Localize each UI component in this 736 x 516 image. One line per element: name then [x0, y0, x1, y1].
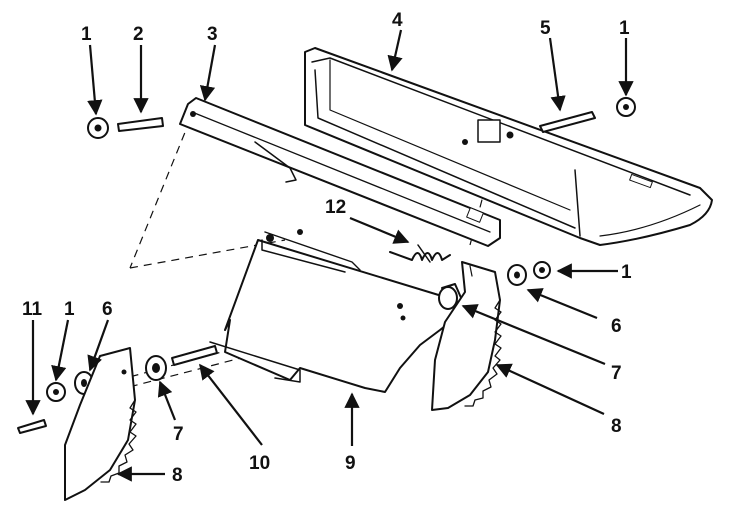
callout-4: 4	[392, 10, 403, 31]
callout-9: 9	[345, 453, 356, 474]
callout-labels: 1 2 3 4 5 1 12 1 6 7 8 11 1 6 7 10 9 8	[22, 10, 632, 486]
callout-1-top-left: 1	[81, 24, 92, 45]
blade-guard-housing	[304, 47, 713, 246]
torsion-spring	[389, 244, 451, 263]
callout-7-left: 7	[173, 424, 184, 445]
callout-5: 5	[540, 18, 551, 39]
callout-arrows	[25, 29, 634, 482]
callout-2: 2	[133, 24, 144, 45]
callout-8-right: 8	[611, 416, 622, 437]
callout-1-right: 1	[621, 262, 632, 283]
right-pawl-assembly	[431, 261, 551, 411]
callout-3: 3	[207, 24, 218, 45]
guard-bracket-arm	[179, 97, 501, 247]
callout-12: 12	[325, 197, 346, 218]
callout-6-right: 6	[611, 316, 622, 337]
top-left-hardware	[87, 117, 164, 139]
callout-1-bottom-left: 1	[64, 299, 75, 320]
left-pawl-assembly	[17, 345, 218, 501]
callout-7-right: 7	[611, 363, 622, 384]
callout-1-top-right: 1	[619, 18, 630, 39]
callout-6-left: 6	[102, 299, 113, 320]
top-right-hardware	[539, 97, 636, 133]
callout-11: 11	[22, 299, 43, 320]
mounting-plate	[209, 229, 456, 393]
callout-8-left: 8	[172, 465, 183, 486]
callout-10: 10	[249, 453, 270, 474]
